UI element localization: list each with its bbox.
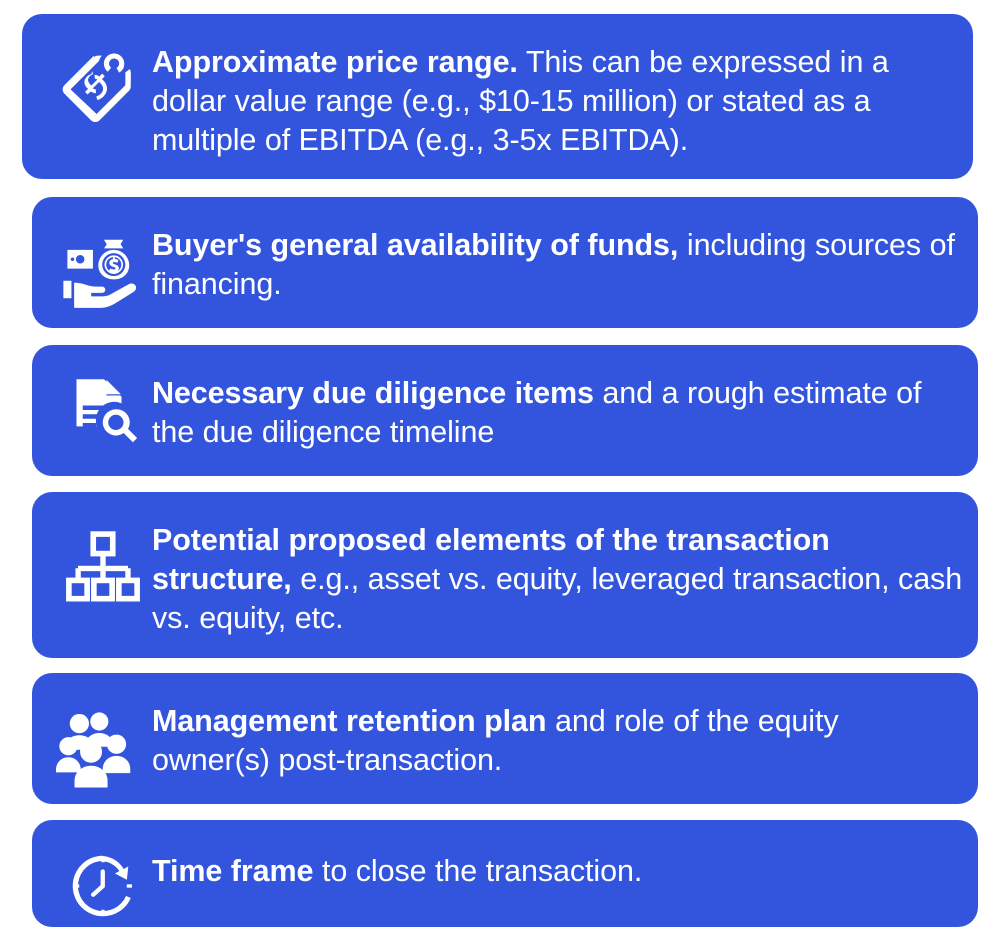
list-item: Buyer's general availability of funds, i… [32, 197, 978, 328]
list-item-text: Time frame to close the transaction. [152, 846, 978, 891]
list-item: Necessary due diligence items and a roug… [32, 345, 978, 476]
people-group-icon [32, 699, 152, 793]
list-item-rest: e.g., asset vs. equity, leveraged transa… [152, 562, 963, 636]
list-item-rest: and a rough estimate of the due diligenc… [152, 376, 922, 450]
list-item: Approximate price range. This can be exp… [22, 14, 973, 179]
list-item-rest: to close the transaction. [313, 854, 643, 888]
list-item-text: Buyer's general availability of funds, i… [152, 223, 978, 304]
list-item-lead: Necessary due diligence items [152, 376, 594, 410]
list-item-text: Potential proposed elements of the trans… [152, 518, 978, 639]
list-item: Time frame to close the transaction. [32, 820, 978, 927]
list-item-lead: Approximate price range. [152, 45, 518, 79]
list-item-rest: This can be expressed in a dollar value … [152, 45, 889, 158]
clock-arrow-icon [32, 846, 152, 924]
list-item-lead: Time frame [152, 854, 314, 888]
list-item: Management retention plan and role of th… [32, 673, 978, 804]
list-item-lead: Potential proposed elements of the trans… [152, 523, 830, 597]
list-item-text: Approximate price range. This can be exp… [152, 40, 973, 161]
list-item-lead: Management retention plan [152, 704, 547, 738]
list-item-rest: and role of the equity owner(s) post-tra… [152, 704, 839, 778]
price-tag-dollar-icon [22, 40, 152, 136]
list-item: Potential proposed elements of the trans… [32, 492, 978, 658]
hand-holding-money-icon [32, 223, 152, 313]
list-item-lead: Buyer's general availability of funds, [152, 228, 679, 262]
list-item-text: Management retention plan and role of th… [152, 699, 978, 780]
list-item-rest: including sources of financing. [152, 228, 955, 302]
document-review-icon [32, 371, 152, 453]
list-item-text: Necessary due diligence items and a roug… [152, 371, 978, 452]
org-chart-icon [32, 518, 152, 606]
